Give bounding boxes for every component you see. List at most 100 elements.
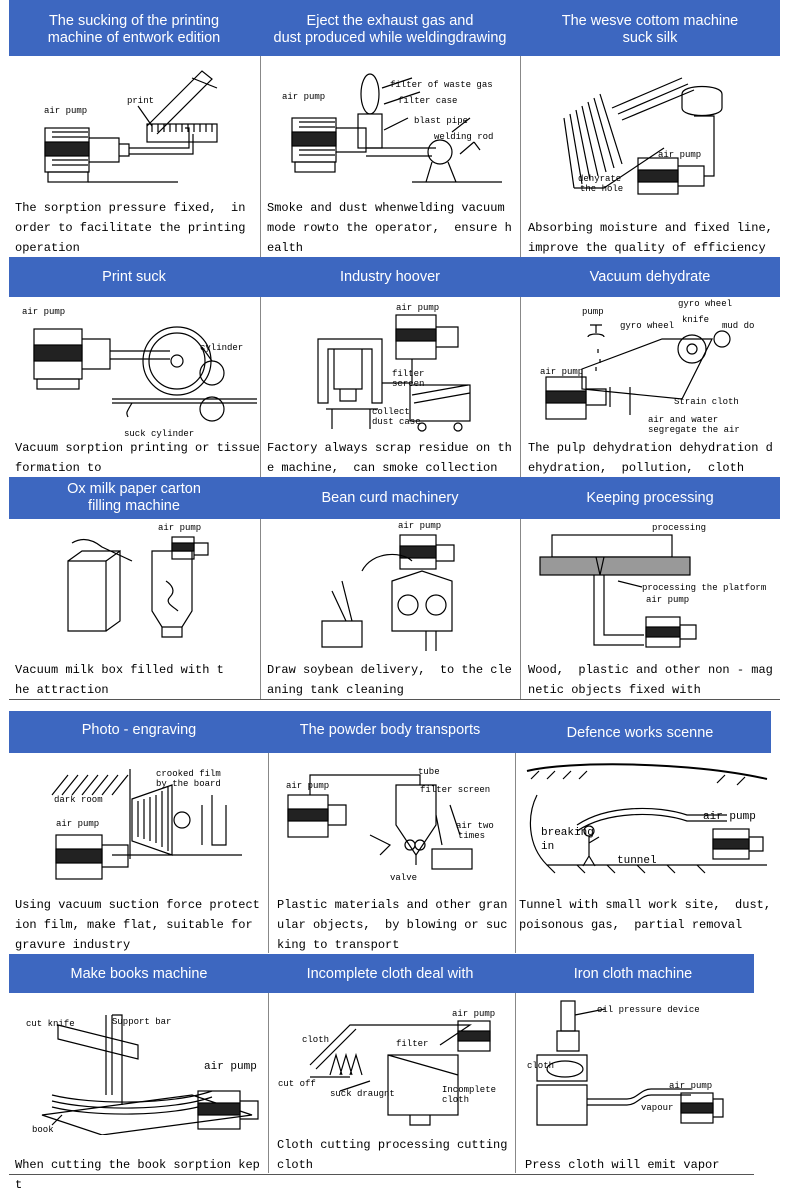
cell-caption: Absorbing moisture and fixed line, impro… [528, 221, 781, 255]
air-pump-icon [44, 127, 130, 183]
diagram-label: air pump [658, 150, 702, 160]
column-divider [520, 297, 521, 477]
cell-caption: Cloth cutting processing cutting cloth [277, 1138, 508, 1172]
diagram-label: filter case [398, 96, 458, 106]
air-pump-icon [645, 616, 697, 648]
diagram-label: cloth [302, 1035, 330, 1045]
column-divider [268, 753, 269, 953]
diagram-label: breaking [541, 827, 594, 839]
air-pump-icon [680, 1092, 724, 1124]
air-pump-icon [287, 794, 347, 838]
illustration-photo-engraving: crooked film by the board dark room air … [12, 755, 266, 895]
diagram-label: in [541, 841, 555, 853]
diagram-label: cloth [527, 1061, 555, 1071]
diagram-label: air pump [204, 1061, 257, 1073]
diagram-label: filter [396, 1039, 429, 1049]
diagram-label: air pump [646, 595, 690, 605]
illustration-book-machine: cut knife Support bar air pump book [12, 995, 266, 1135]
diagram-label: gyro wheel [678, 299, 733, 309]
column-divider [520, 56, 521, 257]
diagram-label: valve [390, 873, 418, 883]
diagram-label: processing the platform [642, 583, 767, 593]
cell-caption: Smoke and dust whenwelding vacuum mode r… [267, 201, 512, 255]
diagram-label: by the board [156, 779, 221, 789]
air-pump-icon [637, 115, 715, 195]
cell-caption: The sorption pressure fixed, in order to… [15, 201, 253, 255]
illustration-printing-machine: air pump print [12, 58, 258, 200]
cell-caption: Wood, plastic and other non - magnetic o… [528, 663, 773, 697]
diagram-label: cloth [442, 1095, 470, 1105]
diagram-label: air pump [398, 521, 442, 531]
diagram-label: crooked film [156, 769, 221, 779]
diagram-label: knife [682, 315, 710, 325]
air-pump-icon [171, 536, 209, 560]
diagram-label: air pump [452, 1009, 496, 1019]
cell-caption: Plastic materials and other granular obj… [277, 898, 508, 952]
diagram-label: processing [652, 523, 707, 533]
cell-title: Industry hoover [340, 268, 440, 285]
column-divider [515, 993, 516, 1173]
air-pump-icon [545, 376, 607, 420]
diagram-label: cylinder [200, 343, 244, 353]
header-band-row-1 [9, 0, 780, 56]
diagram-label: filter [392, 369, 425, 379]
diagram-label: air pump [282, 92, 326, 102]
diagram-label: cut knife [26, 1019, 75, 1029]
header-band-row-3 [9, 477, 780, 519]
cell-caption: Draw soybean delivery, to the cleaning t… [267, 663, 512, 697]
illustration-weave-machine: air pump dehyrate the hole [522, 58, 778, 200]
diagram-label: blast pipe [414, 116, 469, 126]
cell-title: Photo - engraving [81, 721, 197, 738]
diagram-label: dehyrate [578, 174, 622, 184]
cell-title: Eject the exhaust gas and dust produced … [273, 13, 507, 46]
cell-title: Defence works scenne [566, 724, 714, 741]
diagram-label: tunnel [617, 855, 657, 867]
diagram-label: air pump [540, 367, 584, 377]
diagram-label: welding rod [434, 132, 494, 142]
cell-caption: The pulp dehydration dehydration dehydra… [528, 441, 773, 475]
diagram-label: suck draugnt [330, 1089, 395, 1099]
cell-caption: Using vacuum suction force protection fi… [15, 898, 260, 952]
diagram-label: Strain cloth [674, 397, 739, 407]
column-divider [520, 519, 521, 699]
illustration-print-suck: air pump cylinder suck cylinder [12, 299, 258, 439]
cell-title: The sucking of the printing machine of e… [47, 13, 221, 46]
diagram-label: air pump [286, 781, 330, 791]
cell-title: Print suck [102, 268, 166, 285]
column-divider [260, 297, 261, 477]
illustration-bean-curd: air pump [262, 521, 518, 661]
diagram-label: segregate the air [648, 425, 740, 435]
cell-caption: Factory always scrap residue on the mach… [267, 441, 512, 475]
air-pump-icon [399, 534, 455, 570]
air-pump-icon [55, 834, 129, 880]
air-pump-icon [33, 328, 111, 390]
cell-title: Make books machine [70, 965, 208, 982]
header-band-row-2 [9, 257, 780, 297]
diagram-label: times [458, 831, 486, 841]
cell-title: The wesve cottom machine suck silk [561, 13, 739, 46]
illustration-welding-exhaust: air pump filter of waste gas filter case… [262, 58, 518, 200]
cell-title: The powder body transports [299, 721, 481, 738]
illustration-powder-transport: tube air pump filter screen air two time… [270, 755, 513, 895]
illustration-iron-cloth: oil pressure device cloth air pump vapou… [517, 995, 753, 1135]
cell-caption: Tunnel with small work site, dust, poiso… [519, 898, 779, 932]
column-divider [260, 56, 261, 257]
diagram-label: gyro wheel [620, 321, 675, 331]
column-divider [268, 993, 269, 1173]
diagram-label: collect [372, 407, 410, 417]
cell-title: Bean curd machinery [321, 489, 459, 506]
cell-title: Iron cloth machine [573, 965, 693, 982]
diagram-label: air two [456, 821, 494, 831]
diagram-label: air pump [396, 303, 440, 313]
cell-title: Keeping processing [586, 489, 714, 506]
diagram-label: the hole [580, 184, 624, 194]
diagram-label: Incomplete [442, 1085, 497, 1095]
air-pump-icon [457, 1020, 491, 1052]
diagram-label: air pump [22, 307, 66, 317]
diagram-label: pump [582, 307, 604, 317]
illustration-keeping-processing: processing processing the platform air p… [522, 521, 778, 661]
diagram-label: dark room [54, 795, 103, 805]
header-band-row-4 [9, 711, 771, 753]
diagram-label: mud do [722, 321, 755, 331]
cell-caption: Vacuum milk box filled with the attracti… [15, 663, 224, 697]
